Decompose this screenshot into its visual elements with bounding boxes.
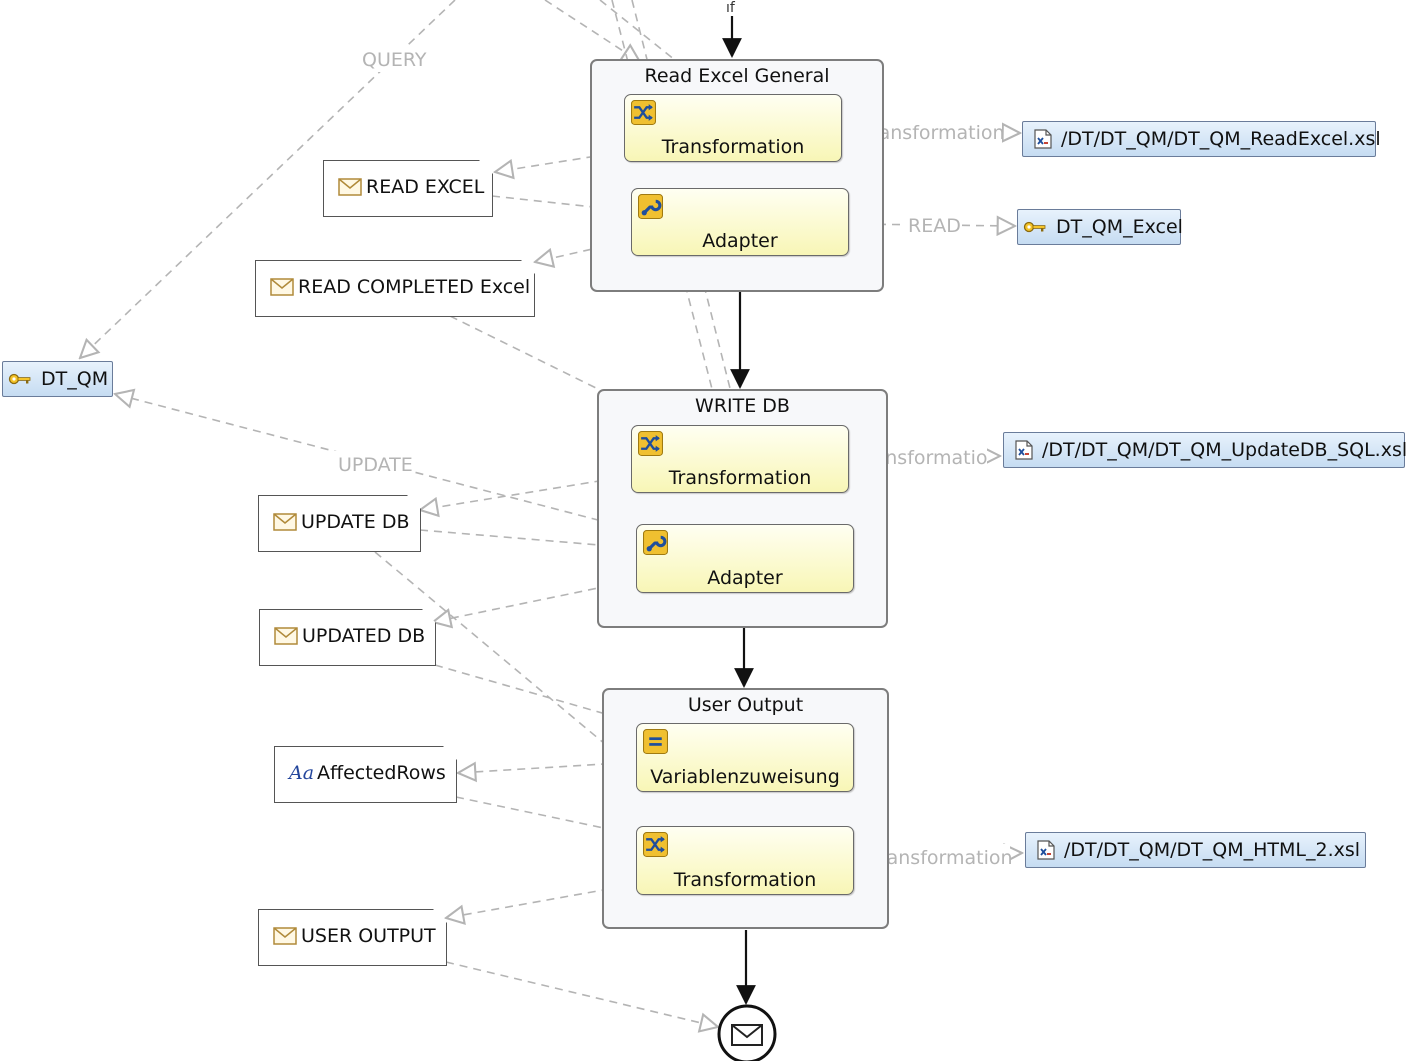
resource-label: /DT/DT_QM/DT_QM_HTML_2.xsl bbox=[1064, 839, 1361, 861]
wrench-icon bbox=[643, 530, 668, 555]
note-read-excel[interactable]: READ EXCEL bbox=[323, 160, 493, 217]
xsl-file-icon bbox=[1015, 440, 1033, 460]
edge-label-transformation-1: Transformation bbox=[861, 122, 1005, 144]
note-updated-db[interactable]: UPDATED DB bbox=[259, 609, 436, 666]
shuffle-icon bbox=[643, 832, 668, 857]
edge-top-2 bbox=[599, 0, 715, 92]
note-user-output[interactable]: USER OUTPUT bbox=[258, 909, 447, 966]
edge-label-update: UPDATE bbox=[338, 454, 413, 476]
note-label: READ EXCEL bbox=[366, 176, 485, 198]
envelope-icon bbox=[273, 513, 297, 531]
resource-dt-qm[interactable]: DT_QM bbox=[2, 361, 113, 397]
group-title: Read Excel General bbox=[644, 65, 830, 87]
edge-label-transformation-2: Transformatio bbox=[856, 447, 988, 469]
note-label: AffectedRows bbox=[317, 762, 446, 784]
group-title: User Output bbox=[687, 694, 804, 716]
envelope-icon bbox=[338, 178, 362, 196]
step-label: Adapter bbox=[707, 567, 783, 589]
step-variablenzuweisung[interactable]: Variablenzuweisung bbox=[636, 723, 854, 792]
step-transformation-output[interactable]: Transformation bbox=[636, 826, 854, 895]
shuffle-icon bbox=[638, 431, 663, 456]
step-label: Transformation bbox=[661, 136, 805, 158]
xsl-file-icon bbox=[1037, 840, 1055, 860]
envelope-icon bbox=[270, 278, 294, 296]
envelope-icon bbox=[731, 1024, 763, 1046]
step-label: Adapter bbox=[702, 230, 778, 252]
note-update-db[interactable]: UPDATE DB bbox=[258, 495, 421, 552]
note-label: USER OUTPUT bbox=[301, 925, 436, 947]
edge-transform2-to-update-db bbox=[420, 475, 631, 510]
edge-user-output-to-end bbox=[445, 961, 718, 1027]
note-label: UPDATED DB bbox=[302, 625, 426, 647]
envelope-icon bbox=[273, 927, 297, 945]
step-adapter-write[interactable]: Adapter bbox=[636, 524, 854, 593]
edge-label-read: READ bbox=[908, 215, 961, 237]
step-transformation-write[interactable]: Transformation bbox=[631, 425, 849, 493]
note-read-completed-excel[interactable]: READ COMPLETED Excel bbox=[255, 260, 535, 317]
equals-icon bbox=[643, 729, 668, 754]
edge-label-transformation-3: Transformation bbox=[869, 847, 1013, 869]
wrench-icon bbox=[638, 194, 663, 219]
group-title: WRITE DB bbox=[695, 395, 790, 417]
shuffle-icon bbox=[631, 100, 656, 125]
edge-top-1 bbox=[544, 0, 640, 62]
text-variable-icon: Aa bbox=[289, 762, 315, 784]
note-label: READ COMPLETED Excel bbox=[298, 276, 531, 298]
resource-label: /DT/DT_QM/DT_QM_UpdateDB_SQL.xsl bbox=[1042, 439, 1406, 461]
step-transformation-read[interactable]: Transformation bbox=[624, 94, 842, 162]
edge-label-incoming: ıf bbox=[726, 0, 736, 16]
envelope-icon bbox=[274, 627, 298, 645]
note-label: UPDATE DB bbox=[301, 511, 410, 533]
end-event[interactable] bbox=[716, 1003, 778, 1061]
key-icon bbox=[1023, 221, 1046, 233]
note-affectedrows[interactable]: Aa AffectedRows bbox=[274, 746, 457, 803]
step-label: Transformation bbox=[668, 467, 812, 489]
resource-label: DT_QM_Excel bbox=[1056, 216, 1183, 238]
resource-html2-xsl[interactable]: /DT/DT_QM/DT_QM_HTML_2.xsl bbox=[1025, 832, 1366, 868]
edge-label-query: QUERY bbox=[362, 49, 427, 71]
xsl-file-icon bbox=[1034, 129, 1052, 149]
edge-update-db-to-adapter2 bbox=[419, 529, 635, 548]
step-adapter-read[interactable]: Adapter bbox=[631, 188, 849, 256]
resource-readexcel-xsl[interactable]: /DT/DT_QM/DT_QM_ReadExcel.xsl bbox=[1022, 121, 1381, 157]
resource-label: /DT/DT_QM/DT_QM_ReadExcel.xsl bbox=[1061, 128, 1381, 150]
resource-updatedb-sql-xsl[interactable]: /DT/DT_QM/DT_QM_UpdateDB_SQL.xsl bbox=[1003, 432, 1406, 468]
resource-dt-qm-excel[interactable]: DT_QM_Excel bbox=[1017, 209, 1183, 245]
resource-label: DT_QM bbox=[41, 368, 109, 390]
step-label: Transformation bbox=[673, 869, 817, 891]
key-icon bbox=[8, 373, 31, 385]
step-label: Variablenzuweisung bbox=[650, 766, 840, 788]
